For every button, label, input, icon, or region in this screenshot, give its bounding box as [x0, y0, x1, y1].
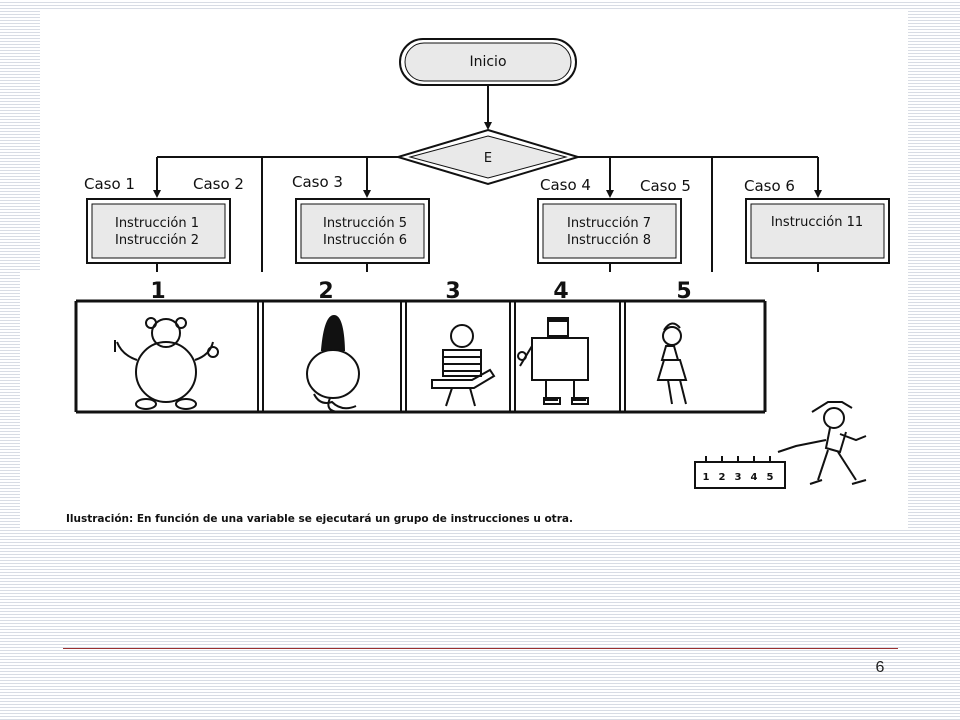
door-number-5: 5 — [676, 279, 691, 304]
instruction-box-4 — [537, 198, 682, 264]
box-3-line-1: Instrucción 5 — [323, 216, 407, 231]
case-6-label: Caso 6 — [744, 177, 795, 195]
box-3-line-2: Instrucción 6 — [323, 233, 407, 248]
start-label: Inicio — [469, 54, 506, 70]
sign-number-4: 4 — [751, 472, 758, 483]
monster-figure — [517, 317, 589, 405]
decision-label: E — [484, 151, 492, 166]
sign-number-5: 5 — [767, 472, 774, 483]
door-number-4: 4 — [553, 279, 568, 304]
doors-illustration — [74, 299, 867, 489]
start-terminal — [399, 38, 577, 86]
sign-number-2: 2 — [719, 472, 726, 483]
bear-figure — [114, 317, 219, 410]
box-4-line-2: Instrucción 8 — [567, 233, 651, 248]
instruction-box-1 — [86, 198, 231, 264]
box-4-line-1: Instrucción 7 — [567, 216, 651, 231]
hooded-figure — [306, 314, 360, 413]
page-number: 6 — [875, 659, 885, 676]
footer-divider — [63, 648, 898, 649]
door-number-3: 3 — [445, 279, 460, 304]
box-1-line-1: Instrucción 1 — [115, 216, 199, 231]
sign-number-1: 1 — [703, 472, 710, 483]
door-number-2: 2 — [318, 279, 333, 304]
box-1-line-2: Instrucción 2 — [115, 233, 199, 248]
decision-diamond — [394, 128, 582, 186]
sign-number-3: 3 — [735, 472, 742, 483]
pointing-man-figure — [777, 401, 867, 485]
case-4-label: Caso 4 — [540, 176, 591, 194]
chainsaw-figure — [431, 324, 496, 407]
illustration-caption: Ilustración: En función de una variable … — [66, 513, 573, 525]
instruction-box-6 — [745, 198, 890, 264]
flowchart — [86, 38, 890, 272]
woman-figure — [656, 322, 688, 405]
case-2-label: Caso 2 — [193, 175, 244, 193]
number-sign — [694, 456, 786, 489]
instruction-box-3 — [295, 198, 430, 264]
case-3-label: Caso 3 — [292, 173, 343, 191]
door-number-1: 1 — [150, 279, 165, 304]
illustration-panel — [20, 270, 908, 528]
case-5-label: Caso 5 — [640, 177, 691, 195]
box-6-line-1: Instrucción 11 — [771, 215, 863, 230]
case-1-label: Caso 1 — [84, 175, 135, 193]
